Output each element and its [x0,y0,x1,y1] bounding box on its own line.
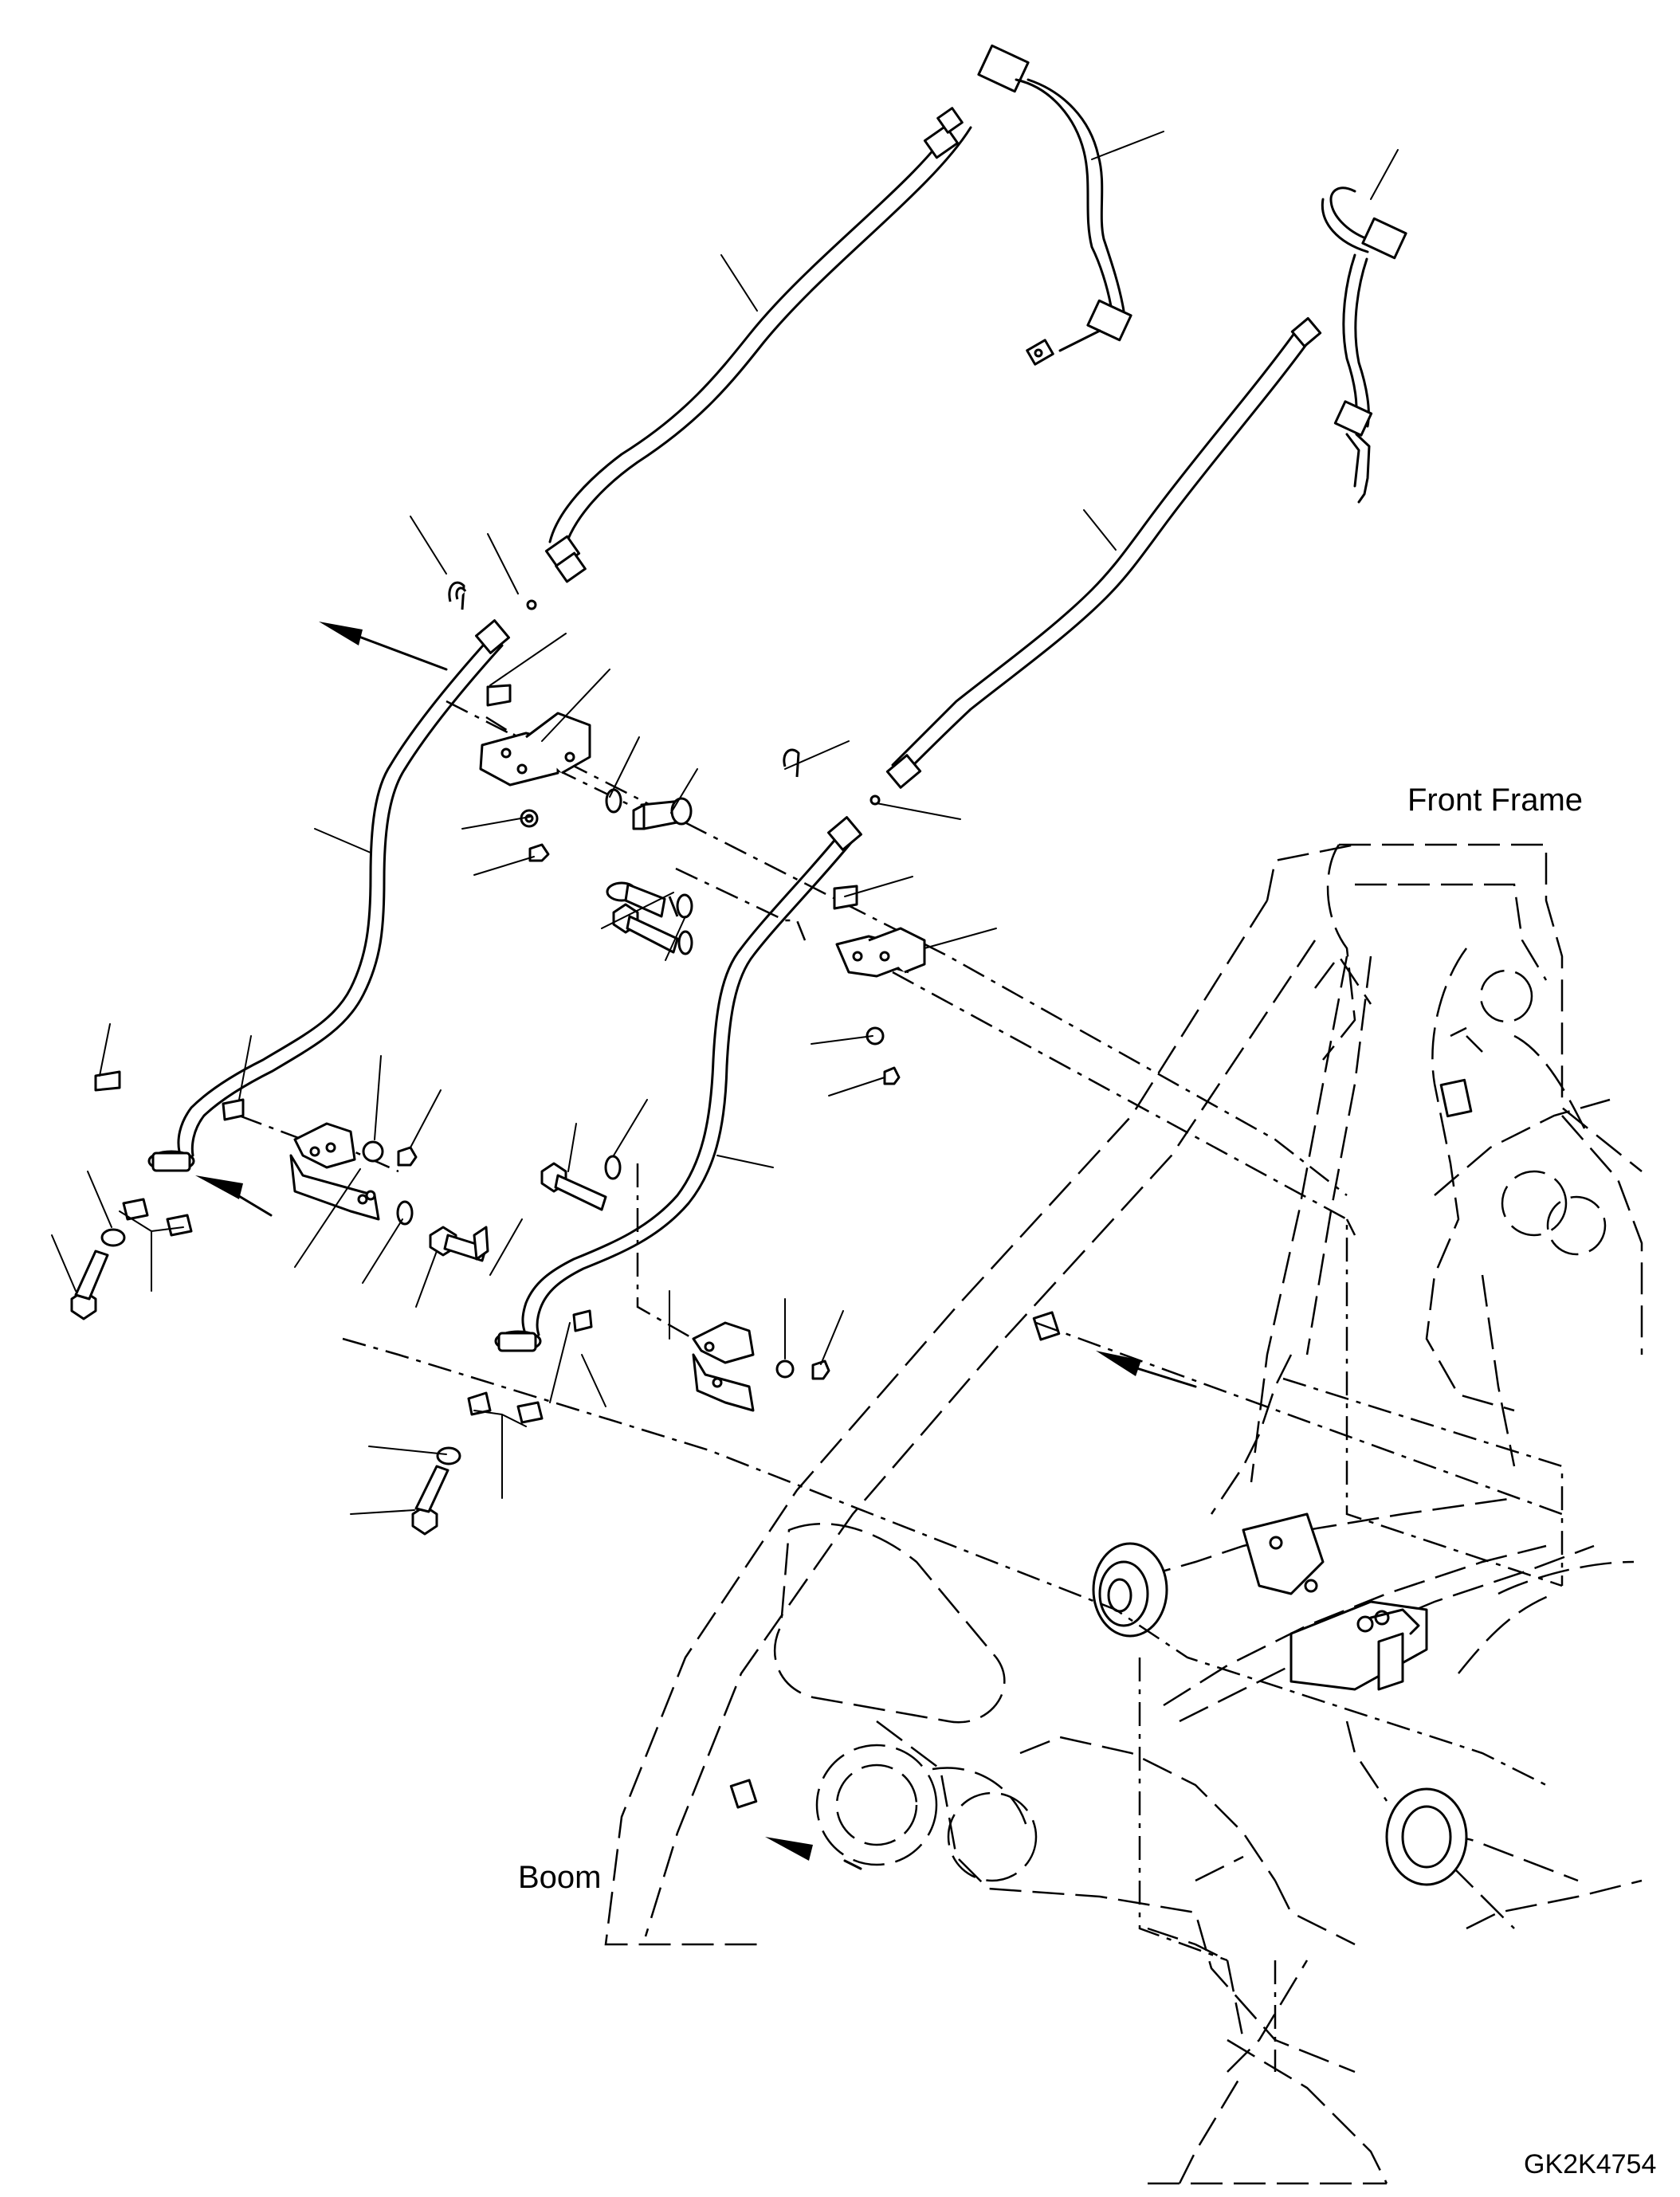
boom-pin-boss [1092,1542,1168,1638]
steel-tube-center [494,816,862,1352]
drawing-code-label: GK2K4754 [1524,2149,1657,2179]
cross-member [1242,1512,1428,1691]
steel-tube-left [147,619,510,1172]
boom-outline [604,900,1643,2185]
routing-dash-lines [238,700,1564,2072]
boom-label: Boom [518,1860,602,1895]
boom-lower-pin-boss [1385,1787,1468,1886]
front-frame-outline [1250,843,1643,1483]
right-bracket-assembly [783,748,926,1085]
front-frame-label: Front Frame [1407,783,1584,818]
frame-clamp-blocks [729,1311,1061,1809]
direction-arrows [195,622,1197,1870]
upper-bracket-assembly [448,581,693,919]
lower-bracket-assembly [94,1070,830,1424]
tube-top-right-2 [1321,186,1407,504]
leader-lines [51,131,1399,1515]
hose-lower-right [885,316,1322,789]
tube-top-right-1 [977,44,1132,366]
hose-upper-left [544,107,972,583]
bolts [70,903,693,1536]
